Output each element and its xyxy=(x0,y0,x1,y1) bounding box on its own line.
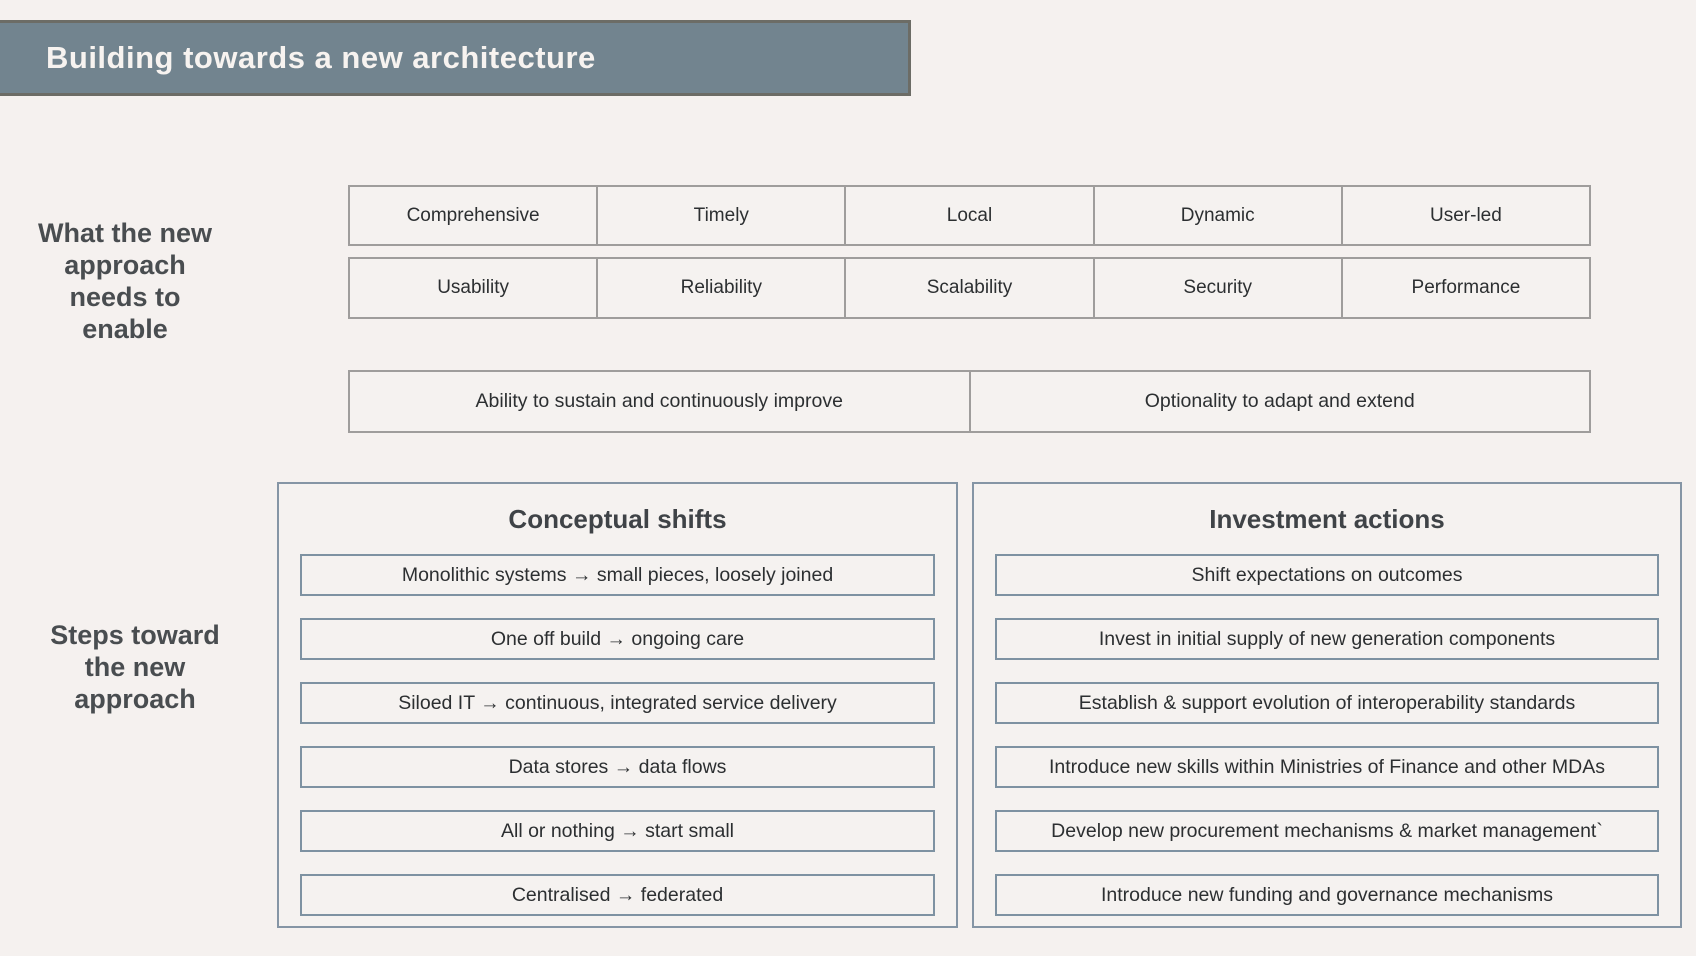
investment-action-item: Invest in initial supply of new generati… xyxy=(995,618,1659,660)
capability-cell: Performance xyxy=(1340,257,1592,319)
conceptual-shift-item: All or nothing → start small xyxy=(300,810,935,852)
capabilities-grid: Comprehensive Timely Local Dynamic User-… xyxy=(348,185,1592,433)
capabilities-row-3: Ability to sustain and continuously impr… xyxy=(348,370,1591,433)
conceptual-shift-item: Siloed IT → continuous, integrated servi… xyxy=(300,682,935,724)
conceptual-shifts-title: Conceptual shifts xyxy=(508,504,727,534)
page-title: Building towards a new architecture xyxy=(46,40,596,75)
capability-cell-wide: Optionality to adapt and extend xyxy=(968,370,1591,433)
capability-cell: Local xyxy=(844,185,1095,246)
capability-cell: Comprehensive xyxy=(348,185,599,246)
capability-cell: Reliability xyxy=(596,257,847,319)
investment-action-item: Establish & support evolution of interop… xyxy=(995,682,1659,724)
conceptual-shift-item: Monolithic systems → small pieces, loose… xyxy=(300,554,935,596)
investment-action-item: Introduce new skills within Ministries o… xyxy=(995,746,1659,788)
capability-cell: Security xyxy=(1092,257,1343,319)
investment-action-item: Introduce new funding and governance mec… xyxy=(995,874,1659,916)
capabilities-row-2: Usability Reliability Scalability Securi… xyxy=(348,257,1592,319)
capability-cell: Timely xyxy=(596,185,847,246)
title-bar: Building towards a new architecture xyxy=(0,20,911,96)
conceptual-shift-item: One off build → ongoing care xyxy=(300,618,935,660)
section-label-what-approach-enables: What the new approach needs to enable xyxy=(38,218,212,344)
conceptual-shift-item: Data stores → data flows xyxy=(300,746,935,788)
conceptual-shifts-panel: Conceptual shifts Monolithic systems → s… xyxy=(277,482,958,928)
investment-actions-panel: Investment actions Shift expectations on… xyxy=(972,482,1682,928)
investment-actions-title: Investment actions xyxy=(1209,504,1445,534)
section-label-steps-toward-approach: Steps toward the new approach xyxy=(50,620,220,714)
capabilities-row-1: Comprehensive Timely Local Dynamic User-… xyxy=(348,185,1592,246)
capability-cell: Dynamic xyxy=(1092,185,1343,246)
investment-action-item: Develop new procurement mechanisms & mar… xyxy=(995,810,1659,852)
capability-cell: User-led xyxy=(1340,185,1592,246)
capability-cell: Scalability xyxy=(844,257,1095,319)
capability-cell: Usability xyxy=(348,257,599,319)
capability-cell-wide: Ability to sustain and continuously impr… xyxy=(348,370,971,433)
conceptual-shift-item: Centralised → federated xyxy=(300,874,935,916)
investment-action-item: Shift expectations on outcomes xyxy=(995,554,1659,596)
